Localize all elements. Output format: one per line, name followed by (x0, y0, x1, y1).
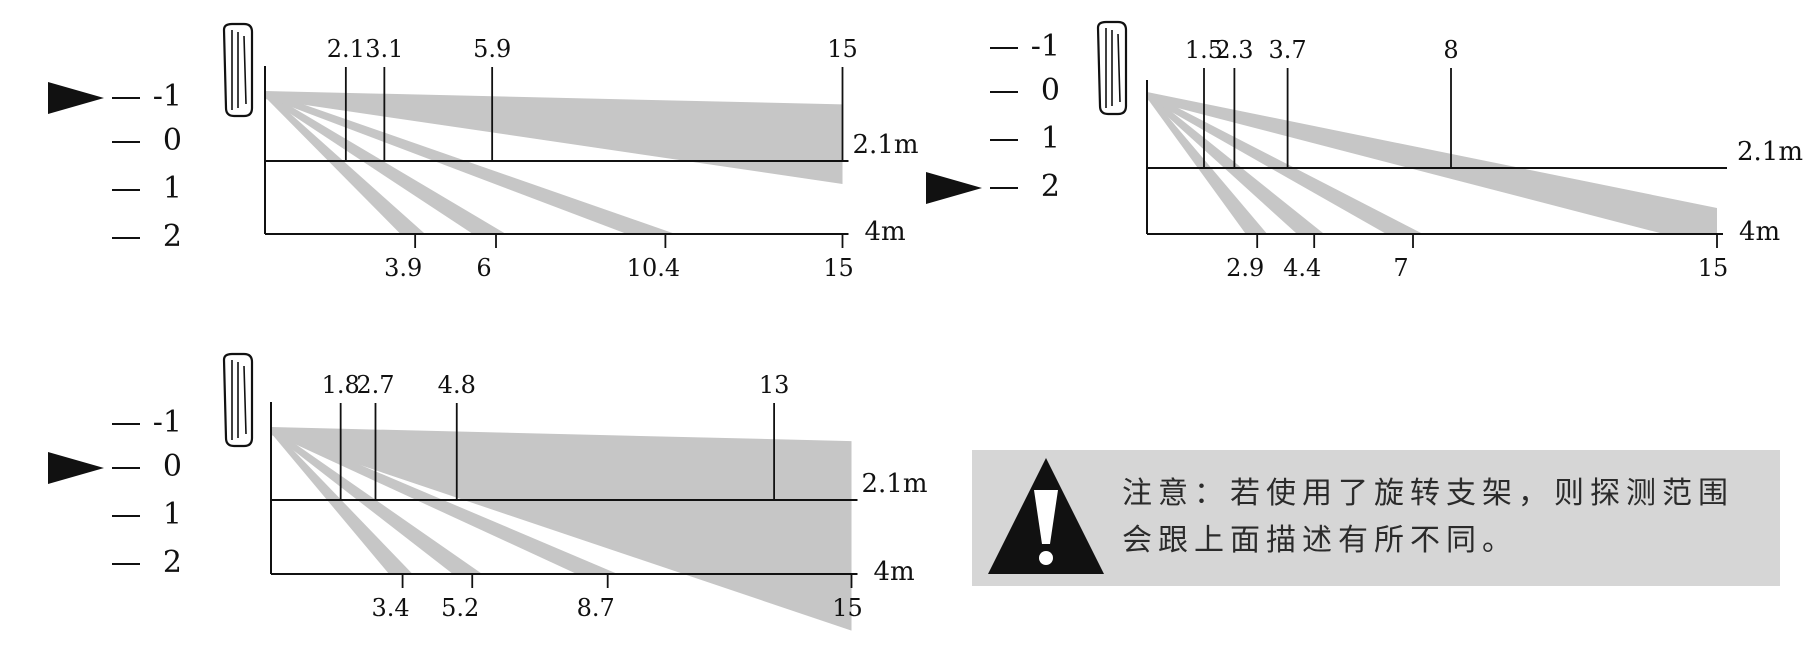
floor-range-label: 15 (823, 254, 854, 282)
detection-beam (1147, 92, 1268, 234)
warning-triangle-icon (988, 458, 1104, 574)
mount-height-label: 2.1m (862, 469, 928, 499)
floor-range-label: 4.4 (1283, 254, 1321, 282)
note-text: 注意：若使用了旋转支架，则探测范围会跟上面描述有所不同。 (1122, 476, 1734, 558)
floor-range-label: 7 (1393, 254, 1408, 282)
floor-range-label: 3.9 (384, 254, 422, 282)
triangle-pointer-icon (48, 82, 104, 114)
tilt-label: 1 (163, 497, 182, 532)
sensor-detail (1105, 28, 1121, 108)
tilt-label: 1 (163, 171, 182, 206)
sensor-detail (231, 30, 247, 110)
top-range-label: 1.5 (1185, 36, 1223, 64)
top-range-label: 8 (1443, 36, 1458, 64)
floor-label: 4m (1739, 217, 1780, 247)
top-range-label: 3.7 (1269, 36, 1307, 64)
tilt-label: 0 (163, 123, 182, 158)
floor-range-label: 8.7 (577, 594, 615, 622)
tilt-label: 2 (1041, 169, 1060, 204)
top-range-label: 2.1 (327, 35, 365, 63)
tilt-label: -1 (153, 405, 182, 440)
detection-beam (265, 91, 676, 234)
mount-height-label: 2.1m (1737, 137, 1803, 167)
top-range-label: 3.1 (365, 35, 403, 63)
top-range-label: 15 (827, 35, 858, 63)
floor-range-label: 6 (476, 254, 491, 282)
floor-label: 4m (874, 557, 915, 587)
detection-beam (1147, 92, 1717, 234)
sensor-detail (231, 360, 247, 440)
pir-sensor-icon (222, 352, 254, 448)
floor-range-label: 3.4 (371, 594, 409, 622)
detection-beam (271, 427, 852, 631)
floor-label: 4m (865, 217, 906, 247)
tilt-label: 0 (163, 449, 182, 484)
panel-tilt-0: -1 0 1 2 1.82.7 4.8 13 3.4 5.2 8.7 15 2.1m 4m (48, 352, 928, 631)
top-range-label: 4.8 (438, 371, 476, 399)
panel-tilt-plus-2: -1 0 1 2 1.52.3 3.7 8 2.9 4.4 7 15 2.1m 4m (926, 20, 1803, 282)
tilt-label: 0 (1041, 73, 1060, 108)
top-range-label: 13 (759, 371, 790, 399)
top-range-label: 2.3 (1215, 36, 1253, 64)
mount-height-label: 2.1m (853, 130, 919, 160)
floor-range-label: 5.2 (441, 594, 479, 622)
detection-beam (265, 91, 506, 234)
rotation-bracket-note: 注意：若使用了旋转支架，则探测范围会跟上面描述有所不同。 (972, 450, 1780, 586)
tilt-label: 1 (1041, 121, 1060, 156)
tilt-label: -1 (1031, 29, 1060, 64)
floor-range-label: 15 (832, 594, 863, 622)
detection-beam (265, 91, 426, 234)
pir-sensor-icon (222, 22, 254, 118)
triangle-pointer-icon (48, 452, 104, 484)
top-range-label: 2.7 (356, 371, 394, 399)
detection-beam (1147, 92, 1325, 234)
top-range-label: 5.9 (473, 35, 511, 63)
floor-range-label: 2.9 (1226, 254, 1264, 282)
pir-sensor-icon (1096, 20, 1128, 116)
tilt-label: 2 (163, 545, 182, 580)
floor-range-label: 15 (1698, 254, 1729, 282)
tilt-label: 2 (163, 219, 182, 254)
detection-beam (1147, 92, 1423, 234)
triangle-pointer-icon (926, 172, 982, 204)
floor-range-label: 10.4 (627, 254, 680, 282)
tilt-label: -1 (153, 79, 182, 114)
top-range-label: 1.8 (322, 371, 360, 399)
